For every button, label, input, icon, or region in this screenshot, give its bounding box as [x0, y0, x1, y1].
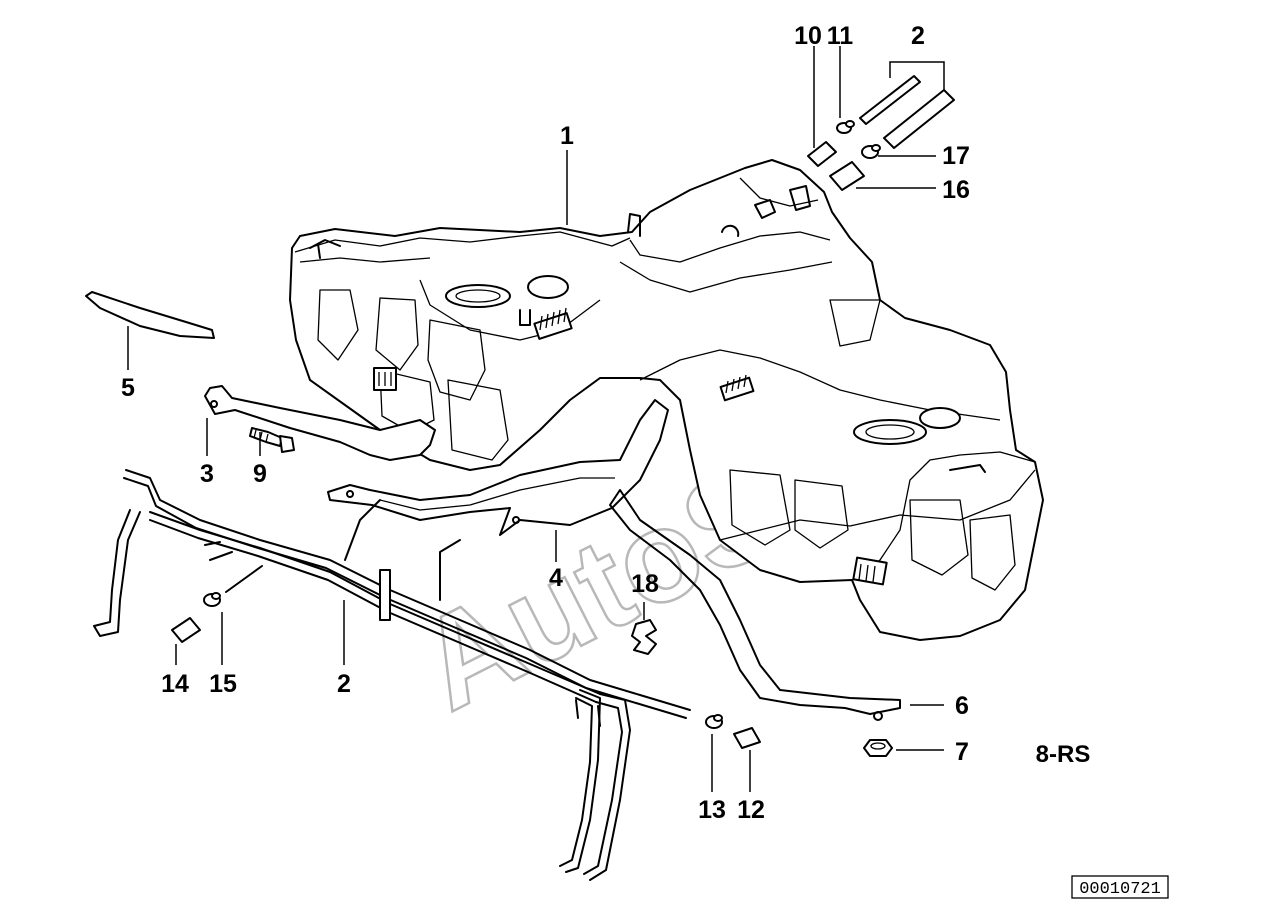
callout-7: 7: [955, 738, 969, 766]
hoses-top: [807, 75, 955, 191]
hose-2a: [859, 75, 921, 125]
fuel-tank: [289, 159, 1044, 641]
reference-number: 00010721: [1071, 875, 1169, 899]
callout-5: 5: [121, 374, 135, 402]
callouts: 1 2 2 3 4 5 6 7 9 10 11 12 13 14 15 16 1…: [121, 22, 970, 824]
clip-17: [861, 144, 881, 159]
clip-18: [631, 619, 657, 655]
fuel-lines: [93, 469, 691, 881]
heat-shield: [85, 291, 215, 339]
callout-14: 14: [161, 670, 189, 698]
support-bar: [609, 489, 901, 721]
variant-code: 8-RS: [1036, 741, 1091, 768]
tank-clips: [309, 185, 986, 586]
small-parts: [171, 592, 761, 749]
leader-lines: [127, 46, 945, 792]
hose-16: [829, 161, 865, 191]
hose-14: [171, 617, 201, 643]
callout-4: 4: [549, 564, 563, 592]
callout-3: 3: [200, 460, 214, 488]
callout-16: 16: [942, 176, 970, 204]
clip-15: [203, 592, 221, 607]
callout-2-lines: 2: [337, 670, 351, 698]
callout-1: 1: [560, 122, 574, 150]
clip-11: [836, 120, 855, 134]
callout-10: 10: [794, 22, 822, 50]
clip-13: [705, 714, 723, 729]
callout-6: 6: [955, 692, 969, 720]
hose-12: [733, 727, 761, 749]
callout-15: 15: [209, 670, 237, 698]
callout-18: 18: [631, 570, 659, 598]
callout-9: 9: [253, 460, 267, 488]
tank-strap-left: [204, 385, 436, 461]
svg-text:00010721: 00010721: [1079, 880, 1161, 899]
callout-11: 11: [827, 22, 854, 50]
nut: [863, 739, 893, 757]
callout-12: 12: [737, 796, 765, 824]
callout-13: 13: [698, 796, 726, 824]
hose-2b: [883, 89, 955, 149]
callout-2-top: 2: [911, 22, 925, 50]
tank-strap-right: [327, 399, 669, 536]
bolt: [249, 427, 295, 453]
hose-10: [807, 141, 837, 167]
callout-17: 17: [942, 142, 970, 170]
